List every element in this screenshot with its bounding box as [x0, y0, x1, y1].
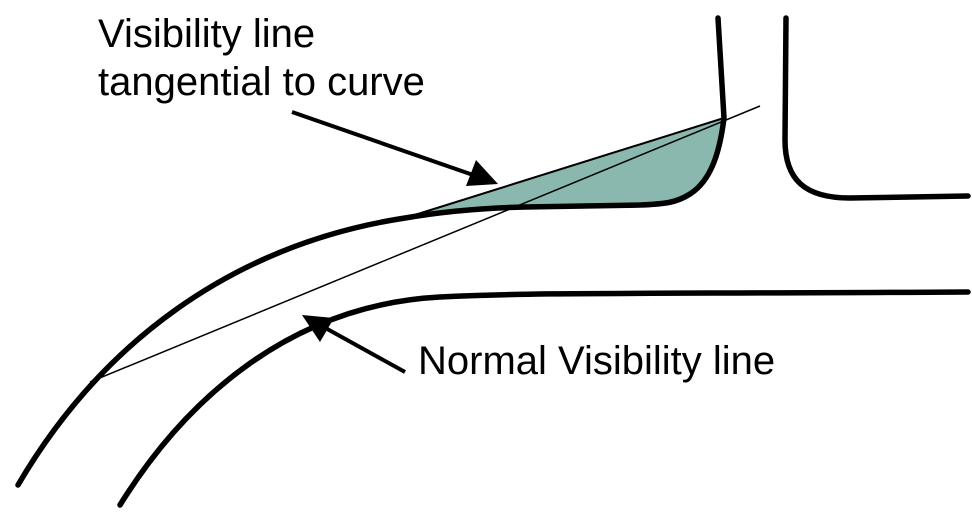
minor-road-right-edge — [782, 15, 971, 201]
tangential-label-arrow — [291, 110, 477, 178]
major-road-inner-edge — [15, 15, 727, 488]
tangential-visibility-line — [404, 117, 725, 219]
tangential-arrow-head — [466, 160, 498, 186]
major-road-outer-edge — [117, 289, 971, 508]
normal-label-arrow — [319, 323, 406, 374]
tangential-label-line-1: Visibility line — [98, 12, 316, 56]
normal-arrow-head — [302, 315, 334, 342]
normal-visibility-line — [89, 105, 761, 383]
tangential-label-line-2: tangential to curve — [98, 60, 425, 104]
normal-visibility-label: Normal Visibility line — [418, 339, 776, 383]
tangential-visibility-label: Visibility line tangential to curve — [98, 10, 425, 106]
